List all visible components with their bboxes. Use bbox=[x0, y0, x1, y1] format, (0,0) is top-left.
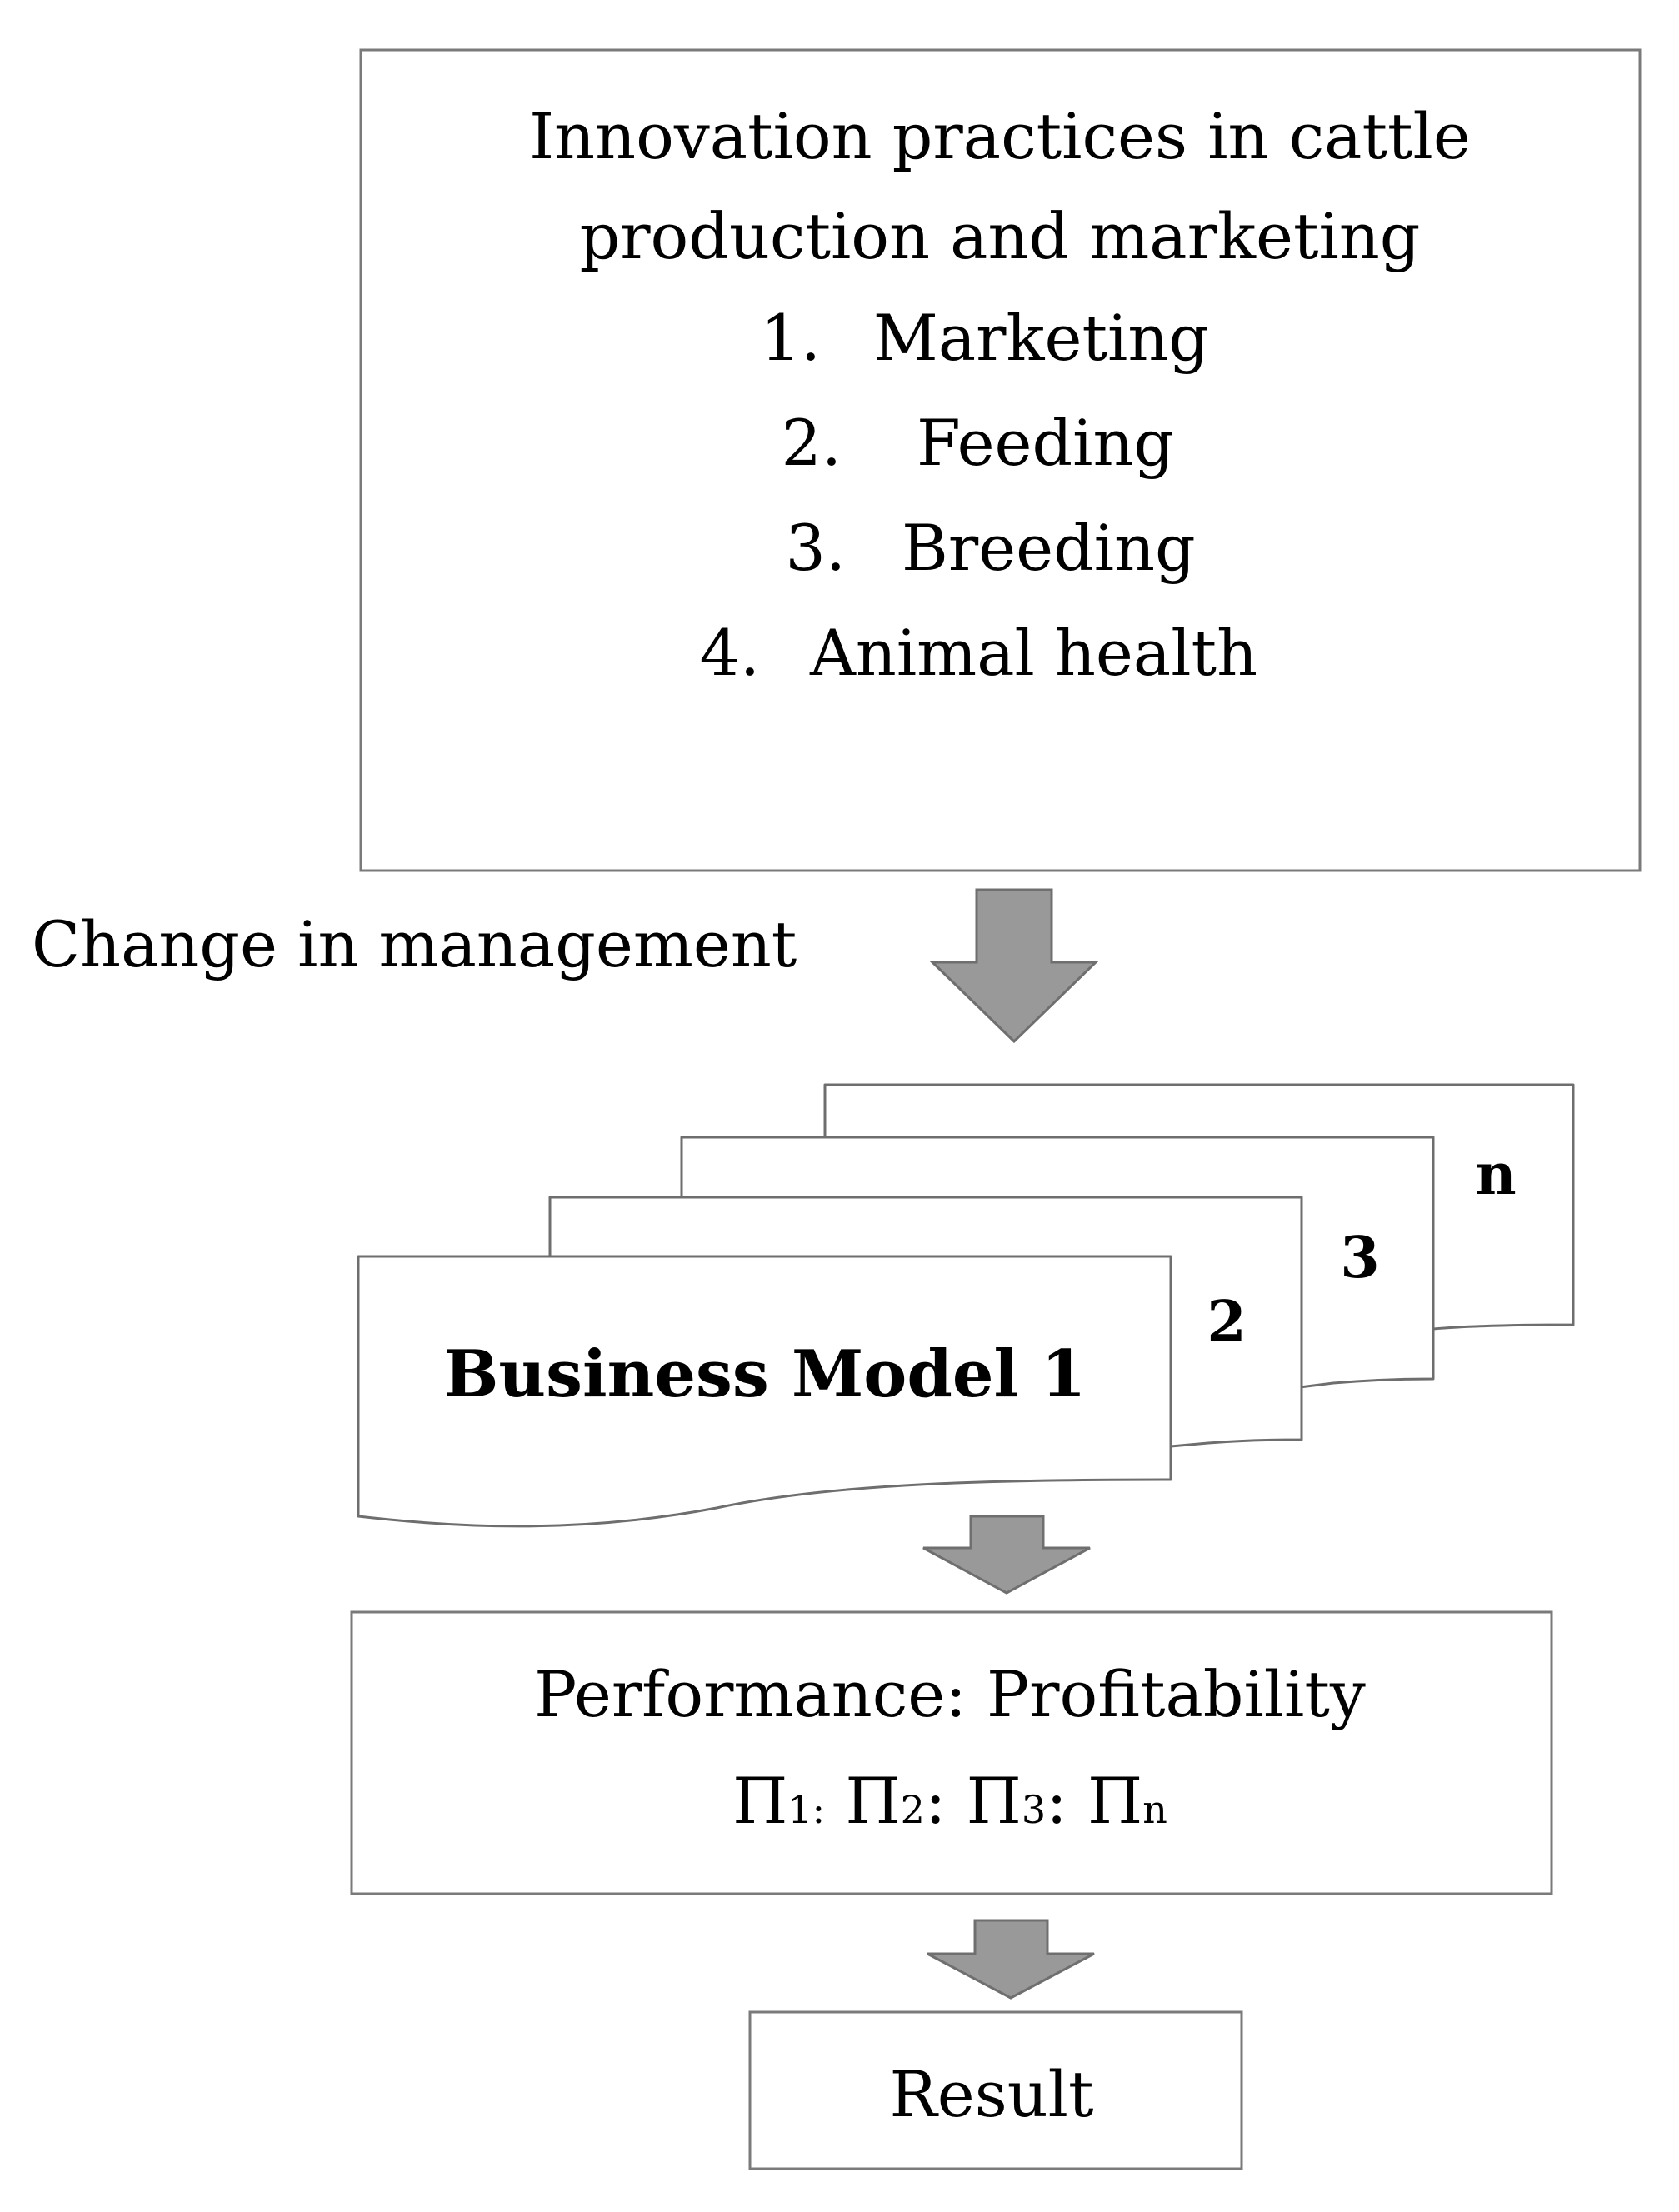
formula-subscript: 1: bbox=[787, 1787, 825, 1832]
result-box-frame bbox=[748, 2010, 1243, 2170]
formula-separator: : bbox=[925, 1764, 967, 1838]
formula-separator: : bbox=[1046, 1764, 1087, 1838]
innovation-item-number: 1. bbox=[760, 301, 821, 375]
formula-subscript: n bbox=[1142, 1787, 1167, 1832]
performance-box-frame bbox=[350, 1610, 1553, 1895]
result-label: Result bbox=[890, 2057, 1094, 2131]
formula-separator bbox=[825, 1764, 845, 1838]
innovation-item-number: 2. bbox=[781, 406, 842, 480]
innovation-item-animal-health: Animal health bbox=[809, 616, 1257, 690]
business-model-1-card bbox=[357, 1255, 1172, 1528]
formula-symbol: Π bbox=[967, 1764, 1022, 1838]
innovation-item-feeding: Feeding bbox=[917, 406, 1174, 480]
result-box: Result bbox=[748, 2010, 1243, 2170]
profitability-formula: Π1: Π2: Π3: Πn bbox=[732, 1764, 1167, 1838]
performance-box: Performance: Profitability Π1: Π2: Π3: Π… bbox=[350, 1610, 1553, 1895]
innovation-item-number: 4. bbox=[699, 616, 760, 690]
performance-title: Performance: Profitability bbox=[534, 1657, 1366, 1731]
innovation-item-number: 3. bbox=[785, 511, 846, 585]
innovation-box-frame bbox=[359, 48, 1642, 872]
down-arrow-icon bbox=[929, 888, 1099, 1044]
business-model-2-label: 2 bbox=[1207, 1289, 1246, 1356]
business-model-stack: n 3 2 Business Model 1 bbox=[357, 1083, 1575, 1528]
down-arrow-icon bbox=[927, 1919, 1095, 2000]
innovation-list: 1. Marketing 2. Feeding 3. Breeding 4. A… bbox=[699, 301, 1257, 690]
innovation-box: Innovation practices in cattle productio… bbox=[359, 48, 1642, 872]
innovation-item-marketing: Marketing bbox=[873, 301, 1209, 375]
formula-symbol: Π bbox=[845, 1764, 900, 1838]
formula-subscript: 2 bbox=[901, 1787, 925, 1832]
down-arrow-icon bbox=[922, 1515, 1091, 1595]
formula-symbol: Π bbox=[1087, 1764, 1142, 1838]
formula-subscript: 3 bbox=[1022, 1787, 1046, 1832]
change-in-management-label: Change in management bbox=[32, 907, 797, 981]
innovation-title-line2: production and marketing bbox=[580, 199, 1421, 273]
business-model-n-label: n bbox=[1475, 1141, 1516, 1208]
business-model-1-label: Business Model 1 bbox=[443, 1336, 1086, 1412]
formula-symbol: Π bbox=[732, 1764, 787, 1838]
innovation-item-breeding: Breeding bbox=[902, 511, 1196, 585]
innovation-title-line1: Innovation practices in cattle bbox=[529, 99, 1471, 173]
business-model-3-label: 3 bbox=[1340, 1225, 1379, 1291]
